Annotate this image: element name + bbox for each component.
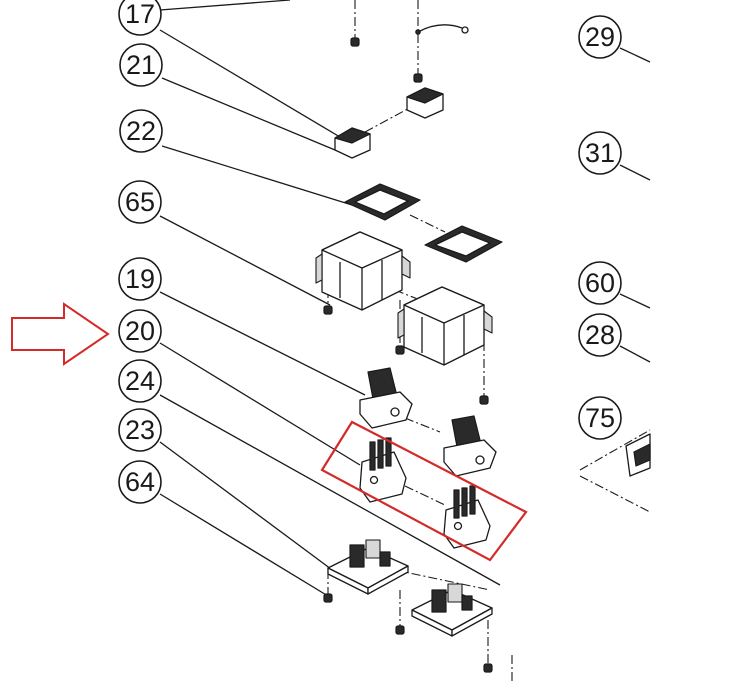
- cap-right: [406, 87, 444, 119]
- callout-64: 64: [118, 460, 162, 504]
- callout-17: 17: [118, 0, 162, 36]
- callout-24: 24: [118, 359, 162, 403]
- part-75: [625, 433, 651, 477]
- leader-lines: [159, 0, 501, 597]
- svg-text:24: 24: [125, 366, 155, 396]
- rocker-left: [359, 367, 413, 429]
- screw-top-left: [350, 37, 360, 47]
- axis-bezel-link: [409, 214, 446, 233]
- leader-65: [159, 215, 331, 306]
- callout-60: 60: [578, 261, 622, 305]
- leader-20: [159, 342, 361, 466]
- svg-text:17: 17: [125, 0, 155, 29]
- screw-pcb-mid: [395, 625, 405, 635]
- callout-28: 28: [578, 313, 622, 357]
- svg-text:20: 20: [125, 316, 155, 346]
- callout-29: 29: [578, 15, 622, 59]
- screw-housing-mid: [395, 345, 405, 355]
- callout-65: 65: [118, 180, 162, 224]
- svg-text:65: 65: [125, 187, 155, 217]
- rocker-right: [443, 415, 497, 477]
- leader-22: [161, 145, 353, 206]
- svg-text:64: 64: [125, 467, 155, 497]
- svg-text:29: 29: [585, 22, 615, 52]
- axis-pcb-link: [394, 569, 491, 591]
- callout-19: 19: [118, 257, 162, 301]
- leader-28: [619, 345, 651, 363]
- screw-pcb-left: [323, 593, 333, 603]
- bezel-left: [344, 183, 421, 221]
- axis-rocker-link: [404, 417, 441, 433]
- callout-23: 23: [118, 408, 162, 452]
- leader-19: [159, 291, 366, 396]
- leader-23: [159, 441, 336, 573]
- pcb-left: [327, 539, 409, 595]
- screw-top-right: [413, 73, 423, 83]
- callout-31: 31: [578, 131, 622, 175]
- dashdot-75-b: [579, 475, 651, 513]
- bezel-right: [424, 225, 503, 263]
- right-arrow-outline-icon: [11, 302, 110, 366]
- lever-left: [359, 437, 407, 503]
- svg-text:19: 19: [125, 264, 155, 294]
- highlight-box: [320, 420, 528, 562]
- svg-text:21: 21: [126, 50, 156, 80]
- axis-lever-link: [404, 485, 446, 506]
- leader-17: [159, 29, 346, 141]
- pcb-right: [411, 583, 493, 637]
- housing-left: [315, 231, 411, 311]
- svg-text:22: 22: [126, 116, 156, 146]
- wire-joint: [415, 29, 421, 35]
- leader-24: [159, 394, 501, 586]
- housing-right: [397, 286, 493, 366]
- right-callouts: 29 31 60 28 75: [578, 15, 622, 440]
- callout-75: 75: [578, 396, 622, 440]
- svg-text:60: 60: [585, 268, 615, 298]
- svg-text:23: 23: [125, 415, 155, 445]
- leader-31: [619, 164, 651, 181]
- wire: [417, 24, 463, 33]
- leader-29: [619, 47, 651, 63]
- screw-housing-left: [323, 305, 333, 315]
- wire-end: [461, 26, 469, 34]
- dashdot-75: [579, 429, 651, 471]
- svg-text:31: 31: [585, 138, 615, 168]
- callout-20: 20: [118, 309, 162, 353]
- callout-21: 21: [119, 43, 163, 87]
- cap-left: [334, 127, 371, 159]
- left-callouts: 17 21 22 65 19 20 24 23: [118, 0, 163, 504]
- lever-right: [443, 485, 491, 549]
- screw-housing-right: [479, 395, 489, 405]
- callout-22: 22: [119, 109, 163, 153]
- screw-pcb-right: [483, 663, 493, 673]
- svg-text:75: 75: [585, 403, 615, 433]
- screws: [323, 37, 493, 673]
- leader-64: [159, 493, 329, 597]
- svg-text:28: 28: [585, 320, 615, 350]
- right-leader-lines: [579, 47, 651, 513]
- leader-17-top: [159, 0, 291, 11]
- leader-60: [619, 293, 651, 309]
- leader-21: [161, 77, 336, 151]
